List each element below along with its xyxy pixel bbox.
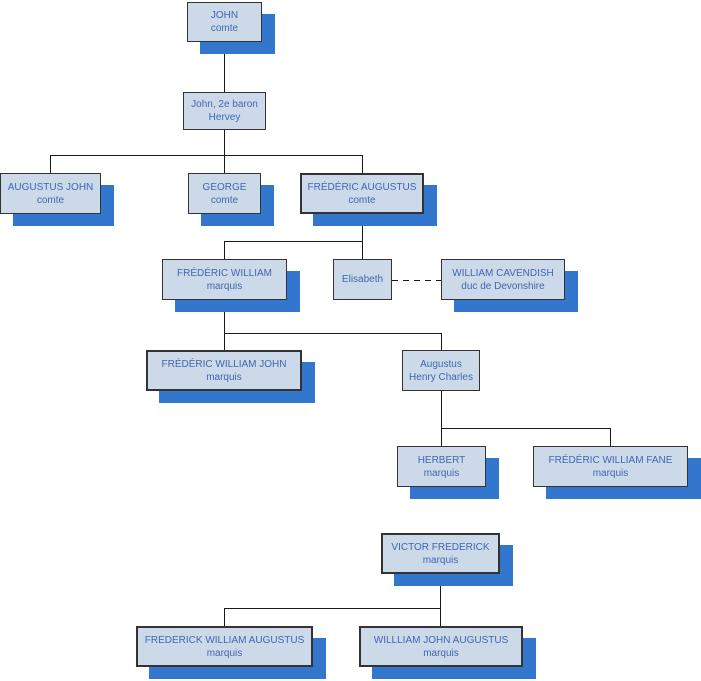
node-subtitle: marquis (206, 280, 243, 292)
tree-node-frederic-william-john: FRÉDÉRIC WILLIAM JOHN marquis (146, 350, 302, 391)
connector-line (224, 42, 225, 92)
tree-node-william-cavendish: WILLIAM CAVENDISH duc de Devonshire (441, 259, 565, 300)
node-name: AUGUSTUS JOHN (7, 181, 94, 193)
marriage-dashed-line (392, 280, 441, 281)
tree-node-frederic-augustus: FRÉDÉRIC AUGUSTUS comte (300, 173, 424, 214)
node-subtitle: marquis (592, 467, 629, 479)
node-name: FRÉDÉRIC WILLIAM FANE (548, 454, 673, 466)
node-name: WILLLIAM JOHN AUGUSTUS (373, 634, 509, 646)
tree-node-frederic-william-fane: FRÉDÉRIC WILLIAM FANE marquis (533, 446, 688, 487)
connector-line (224, 241, 225, 259)
connector-line (441, 428, 442, 446)
tree-node-augustus-henry-charles: Augustus Henry Charles (402, 350, 480, 391)
tree-node-frederick-william-augustus: FREDERICK WILLIAM AUGUSTUS marquis (136, 626, 313, 667)
node-name: Elisabeth (341, 274, 384, 285)
connector-line (610, 428, 611, 446)
tree-node-elisabeth: Elisabeth (333, 259, 392, 300)
node-subtitle: marquis (423, 647, 459, 659)
node-subtitle: Henry Charles (409, 371, 473, 383)
tree-node-herbert: HERBERT marquis (397, 446, 486, 487)
node-name: FRÉDÉRIC AUGUSTUS (307, 181, 417, 193)
connector-line (362, 155, 363, 173)
node-name: WILLIAM CAVENDISH (452, 267, 554, 279)
connector-line (224, 333, 225, 350)
node-name: HERBERT (417, 454, 466, 466)
connector-line (362, 214, 363, 241)
connector-line (362, 241, 363, 259)
connector-line (441, 428, 611, 429)
node-subtitle: comte (210, 23, 239, 34)
node-name: FRÉDÉRIC WILLIAM JOHN (161, 358, 287, 370)
node-name: VICTOR FREDERICK (391, 541, 490, 553)
tree-node-john: JOHN comte (187, 2, 262, 42)
tree-node-frederic-william: FRÉDÉRIC WILLIAM marquis (162, 259, 287, 300)
node-name: GEORGE (202, 181, 247, 193)
node-name: JOHN (210, 10, 239, 21)
node-subtitle: comte (348, 194, 376, 206)
connector-line (224, 608, 441, 609)
connector-line (440, 608, 441, 626)
node-name: FREDERICK WILLIAM AUGUSTUS (144, 634, 305, 646)
tree-node-augustus-john: AUGUSTUS JOHN comte (0, 173, 101, 214)
connector-line (224, 155, 225, 173)
connector-line (50, 155, 363, 156)
tree-node-victor-frederick: VICTOR FREDERICK marquis (381, 533, 500, 574)
node-subtitle: marquis (423, 467, 460, 479)
connector-line (224, 300, 225, 333)
node-subtitle: Hervey (208, 112, 241, 123)
node-subtitle: comte (36, 194, 65, 206)
connector-line (441, 391, 442, 428)
connector-line (224, 608, 225, 626)
node-subtitle: comte (210, 194, 239, 206)
node-subtitle: marquis (206, 647, 243, 659)
connector-line (441, 333, 442, 350)
node-name: Augustus (420, 358, 462, 370)
connector-line (224, 130, 225, 155)
node-name: FRÉDÉRIC WILLIAM (176, 267, 272, 279)
connector-line (50, 155, 51, 173)
connector-line (224, 333, 442, 334)
connector-line (224, 241, 363, 242)
tree-node-john-2e-baron-hervey: John, 2e baron Hervey (183, 92, 266, 130)
tree-node-george: GEORGE comte (188, 173, 261, 214)
node-subtitle: duc de Devonshire (461, 280, 545, 292)
connector-line (440, 574, 441, 608)
node-subtitle: marquis (206, 371, 242, 383)
node-subtitle: marquis (422, 554, 459, 566)
tree-node-willliam-john-augustus: WILLLIAM JOHN AUGUSTUS marquis (359, 626, 523, 667)
node-name: John, 2e baron (191, 99, 258, 110)
